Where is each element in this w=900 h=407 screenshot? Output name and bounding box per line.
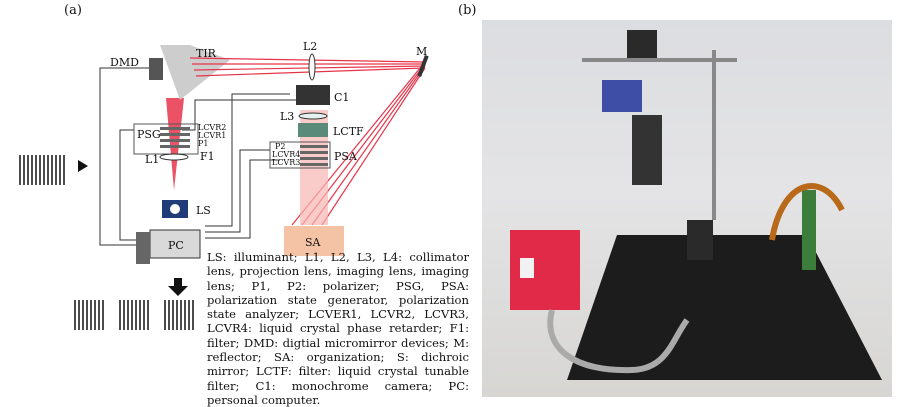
- label-lcvr4: LCVR4: [272, 150, 300, 159]
- arrow-down-icon: [168, 278, 188, 296]
- fiber-cable: [547, 309, 690, 374]
- label-ls: LS: [196, 204, 211, 217]
- label-lcvr3: LCVR3: [272, 158, 300, 167]
- illumination-beam: [166, 98, 184, 190]
- camera-body: [602, 80, 642, 112]
- dmd-board: [802, 190, 816, 270]
- label-psg: PSG: [137, 128, 161, 141]
- label-pc: PC: [168, 239, 184, 252]
- label-lcvr1: LCVR1: [198, 131, 226, 140]
- dmd-block: [149, 58, 163, 80]
- sample-sa: [284, 226, 344, 256]
- panel-label-b: (b): [458, 3, 477, 18]
- psa-box: [269, 141, 331, 169]
- panel-label-a: (a): [64, 3, 82, 18]
- optical-setup-diagram: DMD TIR L2 M C1 L3 LCTF PSG LCVR2 LCVR1 …: [19, 40, 429, 330]
- arrow-right-icon: [78, 160, 88, 172]
- label-p1: P1: [198, 139, 208, 148]
- label-l3: L3: [280, 110, 294, 123]
- label-f1: F1: [200, 150, 215, 163]
- label-dmd: DMD: [110, 56, 139, 69]
- lens-l3: [298, 112, 328, 120]
- setup-photo: [482, 20, 892, 397]
- camera-c1: [296, 85, 330, 105]
- lens-l1: [159, 153, 189, 161]
- psa-plates: [300, 145, 328, 166]
- optics-column: [632, 115, 662, 185]
- label-l2: L2: [303, 40, 317, 53]
- label-l1: L1: [145, 153, 159, 166]
- psg-plates: [160, 127, 190, 148]
- input-patterns: [19, 155, 65, 185]
- power-switch: [520, 258, 534, 278]
- label-lcvr2: LCVR2: [198, 123, 226, 132]
- ribbon-cable: [769, 183, 845, 241]
- tir-prism: [160, 45, 230, 100]
- figure-legend: LS: illuminant; L1, L2, L3, L4: collimat…: [207, 250, 469, 407]
- camera-lens: [627, 30, 657, 62]
- label-tir: TIR: [196, 47, 217, 60]
- optical-breadboard: [567, 235, 882, 380]
- pc-tower: [136, 232, 150, 264]
- polarization-optics: [687, 220, 713, 260]
- label-lctf: LCTF: [333, 125, 364, 138]
- label-psa: PSA: [334, 150, 358, 163]
- mirror-m: [417, 54, 429, 78]
- label-c1: C1: [334, 91, 349, 104]
- label-sa: SA: [305, 236, 322, 249]
- output-patterns: [74, 300, 194, 330]
- lens-l2: [308, 53, 316, 81]
- label-m: M: [416, 45, 427, 58]
- setup-photo-illustration: [510, 30, 882, 380]
- lctf-block: [298, 123, 328, 137]
- illuminant-aperture: [170, 204, 180, 214]
- label-p2: P2: [275, 142, 285, 151]
